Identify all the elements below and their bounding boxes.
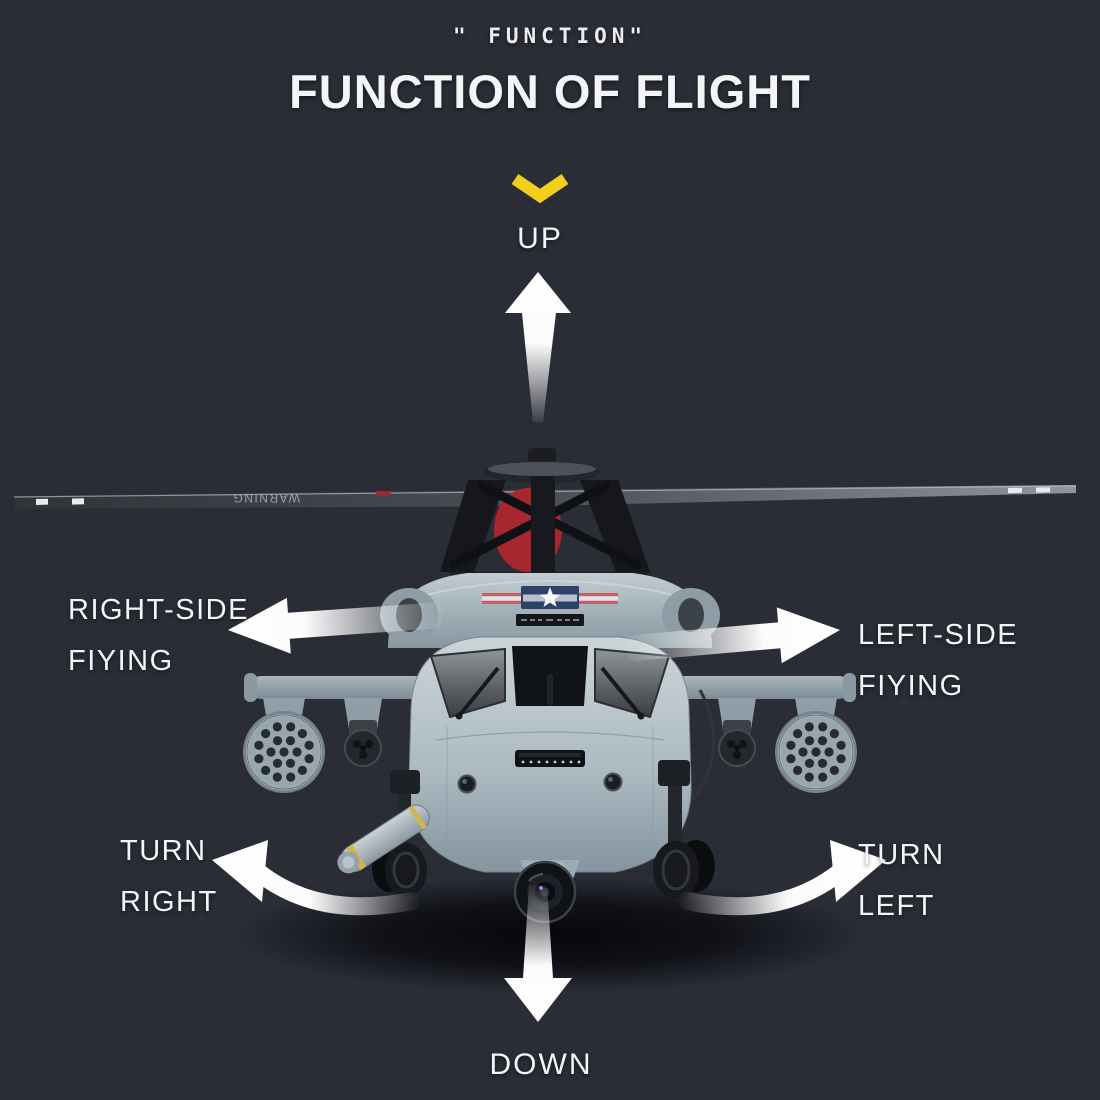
up-arrow xyxy=(505,272,571,422)
wiper-right xyxy=(600,666,643,718)
label-left-side-flying: LEFT-SIDE FIYING xyxy=(858,610,1018,712)
label-up: UP xyxy=(517,222,563,255)
windshield-left xyxy=(429,647,506,719)
label-turn-right-line2: RIGHT xyxy=(120,886,218,918)
label-left-side-line2: FIYING xyxy=(858,670,964,702)
label-left-side-line1: LEFT-SIDE xyxy=(858,619,1019,651)
cockpit-fuselage xyxy=(408,636,692,873)
label-right-side-line2: FIYING xyxy=(68,645,174,677)
label-right-side-flying: RIGHT-SIDE FIYING xyxy=(68,585,249,687)
gun-pod-left xyxy=(344,719,382,767)
tagline: " FUNCTION" xyxy=(452,24,648,48)
label-down: DOWN xyxy=(489,1048,593,1081)
us-star-insignia xyxy=(482,586,618,626)
sensor-left xyxy=(457,774,477,794)
label-turn-right-line1: TURN xyxy=(120,835,207,867)
label-right-side-line1: RIGHT-SIDE xyxy=(68,594,249,626)
gun-pod-right xyxy=(718,719,756,767)
wiper-left xyxy=(457,666,500,718)
yellow-chevron-down-icon xyxy=(511,174,569,204)
label-turn-left: TURN LEFT xyxy=(858,830,945,932)
rocket-pod-right xyxy=(774,710,858,794)
page-title: FUNCTION OF FLIGHT xyxy=(289,65,811,118)
nose-grill xyxy=(515,750,585,767)
rotor-warning-text: WARNING xyxy=(232,491,300,505)
rocket-pod-left xyxy=(242,710,326,794)
label-turn-left-line1: TURN xyxy=(858,839,945,871)
label-turn-left-line2: LEFT xyxy=(858,890,935,922)
sensor-right xyxy=(603,772,623,792)
label-turn-right: TURN RIGHT xyxy=(120,826,218,928)
helicopter-illustration: WARNING xyxy=(13,430,1077,993)
